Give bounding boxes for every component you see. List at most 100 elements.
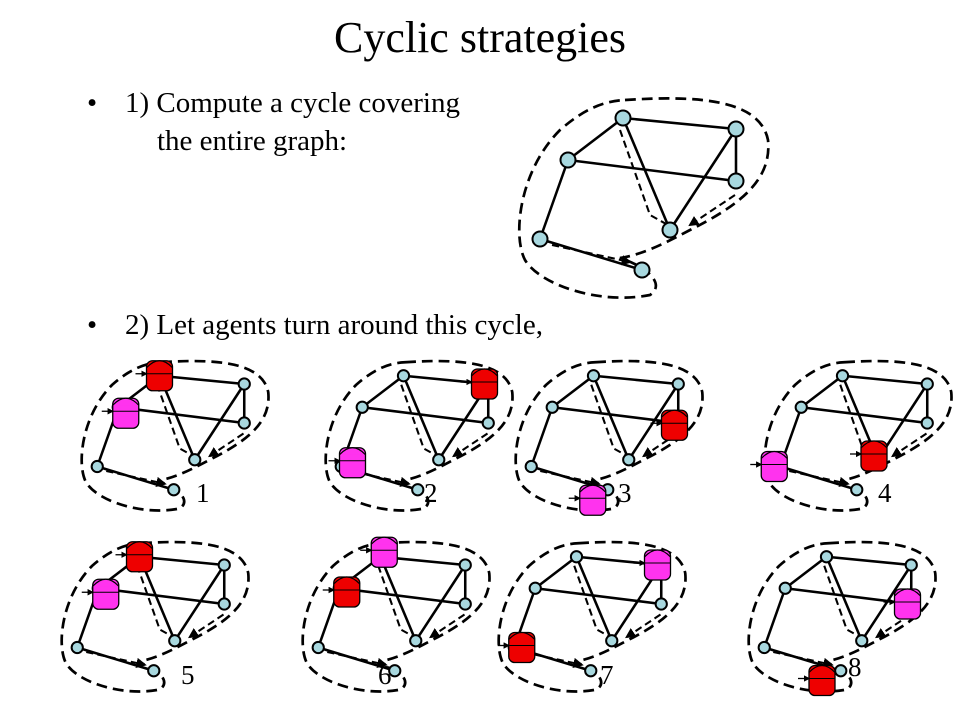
graph-node (855, 634, 869, 648)
cycle-path-arrow (875, 613, 912, 639)
graph-node (671, 377, 685, 391)
graph-edge (340, 465, 419, 491)
agent-head (579, 484, 607, 493)
cycle-path-segment (839, 384, 877, 457)
robot-agent-icon (322, 576, 361, 608)
step-graph-1 (80, 359, 270, 512)
step-label: 4 (878, 478, 892, 508)
cycle-path-segment (573, 565, 611, 638)
robot-agent-icon (328, 447, 367, 479)
robot-agent-icon (497, 631, 536, 664)
graph-edge (76, 646, 155, 672)
graph-edge (842, 374, 928, 386)
graph-edge (785, 586, 912, 606)
graph-node (904, 597, 918, 611)
graph-edge (622, 116, 737, 131)
step-graph-6 (301, 536, 491, 693)
graph-edge (779, 406, 803, 467)
step-graph-2 (324, 359, 514, 512)
robot-agent-icon (101, 397, 140, 429)
agent-head (339, 447, 366, 456)
robot-agent-icon (460, 368, 499, 400)
agent-head (333, 576, 361, 585)
graph-edge (763, 646, 842, 672)
graph-edge (539, 237, 643, 272)
step-graph-7 (497, 540, 687, 693)
graph-node (217, 558, 231, 572)
cycle-dashed-outline (60, 540, 250, 693)
agent-body (508, 631, 536, 664)
graph-node (188, 453, 202, 467)
graph-node (167, 483, 181, 497)
robot-agent-icon (883, 588, 922, 620)
cycle-path-arrow (773, 650, 834, 669)
cycle-path-arrow (523, 650, 584, 669)
cycle-dashed-outline (763, 359, 953, 512)
graph-node (152, 369, 167, 383)
graph-edge (414, 564, 467, 642)
agent-body (333, 576, 361, 608)
agent-body (660, 409, 689, 441)
bullet-agents-turn: • 2) Let agents turn around this cycle, (87, 306, 543, 344)
agent-head (471, 368, 498, 377)
graph-node (545, 400, 559, 414)
graph-edge (317, 646, 396, 672)
agent-body (92, 578, 120, 610)
graph-edge (96, 465, 175, 491)
graph-node (614, 109, 632, 127)
graph-edge (403, 374, 489, 386)
graph-edge (627, 383, 680, 461)
cycle-path-arrow (688, 194, 736, 227)
graph-edge (437, 383, 490, 461)
graph-node (528, 581, 542, 595)
robot-agent-icon (360, 536, 398, 568)
graph-node (237, 416, 251, 430)
cycle-path-arrow (789, 469, 850, 488)
step-label: 1 (196, 478, 210, 508)
graph-node (132, 550, 147, 564)
graph-node (920, 377, 934, 391)
bullet-compute-cycle: • 1) Compute a cycle covering the entire… (87, 84, 460, 160)
graph-node (432, 453, 446, 467)
graph-edge (592, 375, 630, 461)
graph-node (332, 581, 346, 595)
agent-head (661, 409, 688, 418)
graph-node (481, 377, 495, 391)
graph-node (388, 664, 402, 678)
graph-node (622, 453, 636, 467)
graph-edge (402, 375, 440, 461)
cycle-path-arrow (429, 613, 466, 639)
graph-edge (338, 555, 382, 590)
agent-body (145, 360, 174, 392)
graph-edge (117, 374, 161, 409)
graph-node (654, 558, 668, 572)
slide-title: Cyclic strategies (333, 13, 626, 62)
cycle-path-arrow (188, 613, 225, 639)
cycle-path-arrow (86, 650, 147, 669)
graph-edge (76, 587, 100, 648)
graph-node (794, 400, 808, 414)
bullet-marker: • (87, 309, 98, 341)
cycle-dashed-outline (301, 540, 491, 693)
graph-node (396, 369, 411, 383)
cycle-path-segment (823, 565, 861, 638)
agent-body (760, 450, 788, 483)
cycle-path-arrow (106, 469, 167, 488)
graph-node (147, 664, 161, 678)
graph-edge (513, 587, 537, 648)
graph-node (559, 151, 577, 169)
graph-edge (530, 406, 554, 467)
agent-body (893, 588, 922, 620)
step-label: 5 (181, 660, 195, 690)
step-label: 8 (848, 652, 862, 682)
graph-node (757, 640, 771, 655)
graph-node (850, 483, 864, 497)
graph-edge (340, 406, 364, 467)
main-cycle-graph (517, 97, 770, 299)
robot-agent-icon (633, 549, 672, 581)
graph-edge (139, 555, 225, 567)
agent-head (760, 450, 788, 459)
graph-node (531, 230, 549, 248)
agent-body (470, 368, 499, 400)
graph-edge (362, 405, 489, 425)
